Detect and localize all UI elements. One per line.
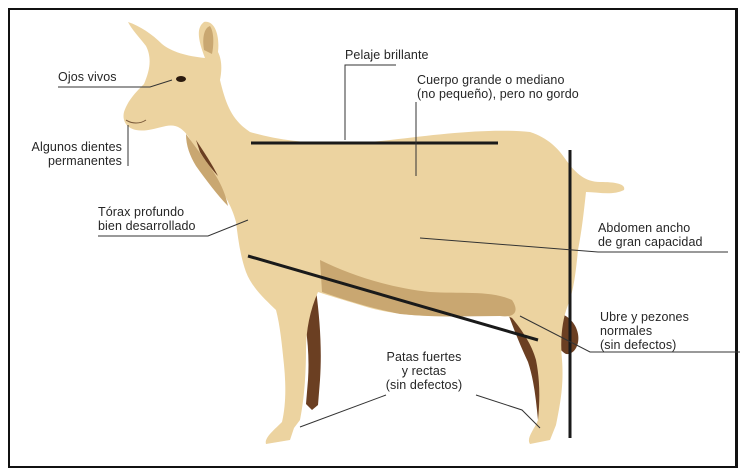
leader-coat: [345, 65, 396, 140]
label-teeth: Algunos dientes permanentes: [22, 140, 122, 168]
label-body: Cuerpo grande o mediano (no pequeño), pe…: [417, 73, 579, 101]
label-legs: Patas fuertes y rectas (sin defectos): [364, 350, 484, 392]
goat-eye: [176, 76, 186, 82]
leader-legs-back: [476, 395, 540, 428]
label-udder: Ubre y pezones normales (sin defectos): [600, 310, 689, 352]
label-eyes: Ojos vivos: [58, 70, 117, 84]
label-coat: Pelaje brillante: [345, 48, 429, 62]
label-thorax: Tórax profundo bien desarrollado: [98, 205, 196, 233]
label-abdomen: Abdomen ancho de gran capacidad: [598, 221, 703, 249]
